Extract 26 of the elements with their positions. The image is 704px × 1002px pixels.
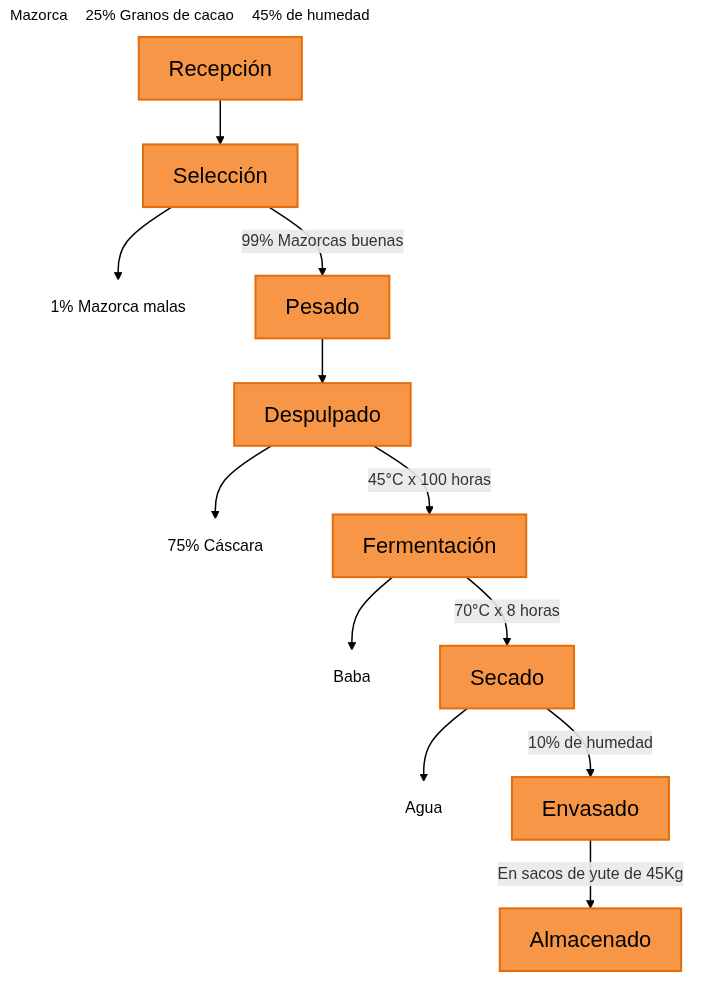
arrow [347,576,394,651]
node-box: Recepción [137,35,303,101]
edge-label: En sacos de yute de 45Kg [497,865,684,883]
edge-label: 10% de humedad [528,733,653,751]
arrow [210,445,273,520]
arrow [419,707,469,782]
edge-label: 45°C x 100 horas [367,471,492,489]
node-text: 1% Mazorca malas [50,298,186,315]
edge-label: 70°C x 8 horas [454,602,560,620]
node-box: Pesado [254,274,391,340]
node-box: Almacenado [498,907,683,973]
node-text: Baba [333,668,371,686]
node-box: Secado [439,644,576,710]
arrow [215,98,225,145]
note-text: 25% Granos de cacao [85,6,234,23]
node-box: Despulpado [233,382,412,447]
arrow [113,206,173,281]
node-box: Envasado [510,776,670,841]
node-text: Agua [405,799,443,817]
edge-label: 99% Mazorcas buenas [241,232,404,250]
node-text: 75% Cáscara [167,536,264,554]
arrow [318,337,327,384]
node-box: Fermentación [331,513,528,579]
node-box: Selección [142,143,299,209]
note-text: 45% de humedad [251,6,370,23]
note-text: Mazorca [10,6,68,23]
